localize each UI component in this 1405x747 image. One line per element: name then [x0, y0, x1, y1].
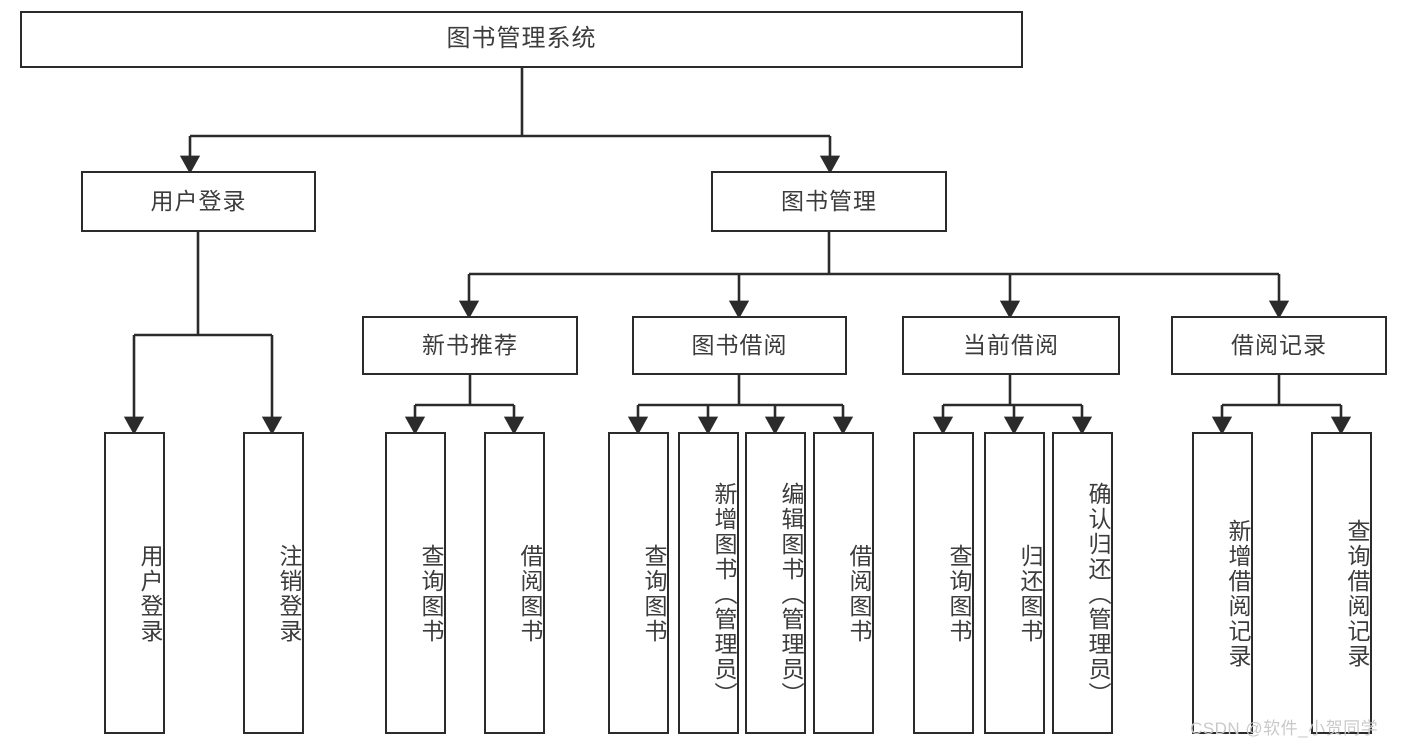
leaf-edit-book-admin[interactable]: 编辑图书（管理员）	[745, 432, 806, 734]
node-root-label: 图书管理系统	[446, 25, 597, 53]
node-book-management[interactable]: 图书管理	[711, 171, 947, 232]
leaf-user-logout-label: 注销登录	[276, 544, 302, 644]
leaf-recommend-borrow-book[interactable]: 借阅图书	[484, 432, 545, 734]
leaf-borrow-query-book-label: 查询图书	[641, 544, 667, 644]
leaf-query-borrow-record-label: 查询借阅记录	[1344, 519, 1370, 669]
node-current-borrow-label: 当前借阅	[963, 331, 1059, 358]
node-book-borrow-label: 图书借阅	[691, 331, 788, 358]
node-borrow-record[interactable]: 借阅记录	[1171, 316, 1387, 375]
leaf-return-book[interactable]: 归还图书	[984, 432, 1045, 734]
leaf-add-book-admin[interactable]: 新增图书（管理员）	[678, 432, 739, 734]
leaf-user-login-label: 用户登录	[137, 544, 163, 644]
node-book-borrow[interactable]: 图书借阅	[632, 316, 847, 375]
node-root[interactable]: 图书管理系统	[20, 11, 1023, 68]
leaf-user-logout[interactable]: 注销登录	[243, 432, 304, 734]
leaf-borrow-book[interactable]: 借阅图书	[813, 432, 874, 734]
node-new-book-recommend[interactable]: 新书推荐	[362, 316, 578, 375]
leaf-recommend-query-book[interactable]: 查询图书	[385, 432, 446, 734]
leaf-add-borrow-record[interactable]: 新增借阅记录	[1192, 432, 1253, 734]
node-user-login-label: 用户登录	[150, 187, 247, 214]
csdn-watermark: CSDN @软件_小贺同学	[1190, 719, 1379, 738]
leaf-borrow-book-label: 借阅图书	[846, 544, 872, 644]
leaf-query-borrow-record[interactable]: 查询借阅记录	[1311, 432, 1372, 734]
leaf-borrow-query-book[interactable]: 查询图书	[608, 432, 669, 734]
leaf-add-book-admin-label: 新增图书（管理员）	[711, 481, 737, 707]
leaf-add-borrow-record-label: 新增借阅记录	[1225, 519, 1251, 669]
node-new-book-recommend-label: 新书推荐	[422, 331, 518, 358]
leaf-recommend-borrow-book-label: 借阅图书	[517, 544, 543, 644]
leaf-confirm-return-admin[interactable]: 确认归还（管理员）	[1052, 432, 1113, 734]
leaf-edit-book-admin-label: 编辑图书（管理员）	[778, 481, 804, 707]
leaf-current-query-book[interactable]: 查询图书	[913, 432, 974, 734]
node-current-borrow[interactable]: 当前借阅	[902, 316, 1120, 375]
leaf-confirm-return-admin-label: 确认归还（管理员）	[1085, 481, 1111, 707]
node-book-management-label: 图书管理	[781, 187, 877, 214]
leaf-current-query-book-label: 查询图书	[946, 544, 972, 644]
leaf-user-login[interactable]: 用户登录	[104, 432, 165, 734]
leaf-return-book-label: 归还图书	[1017, 544, 1043, 644]
node-borrow-record-label: 借阅记录	[1231, 331, 1327, 358]
node-user-login[interactable]: 用户登录	[81, 171, 316, 232]
leaf-recommend-query-book-label: 查询图书	[418, 544, 444, 644]
